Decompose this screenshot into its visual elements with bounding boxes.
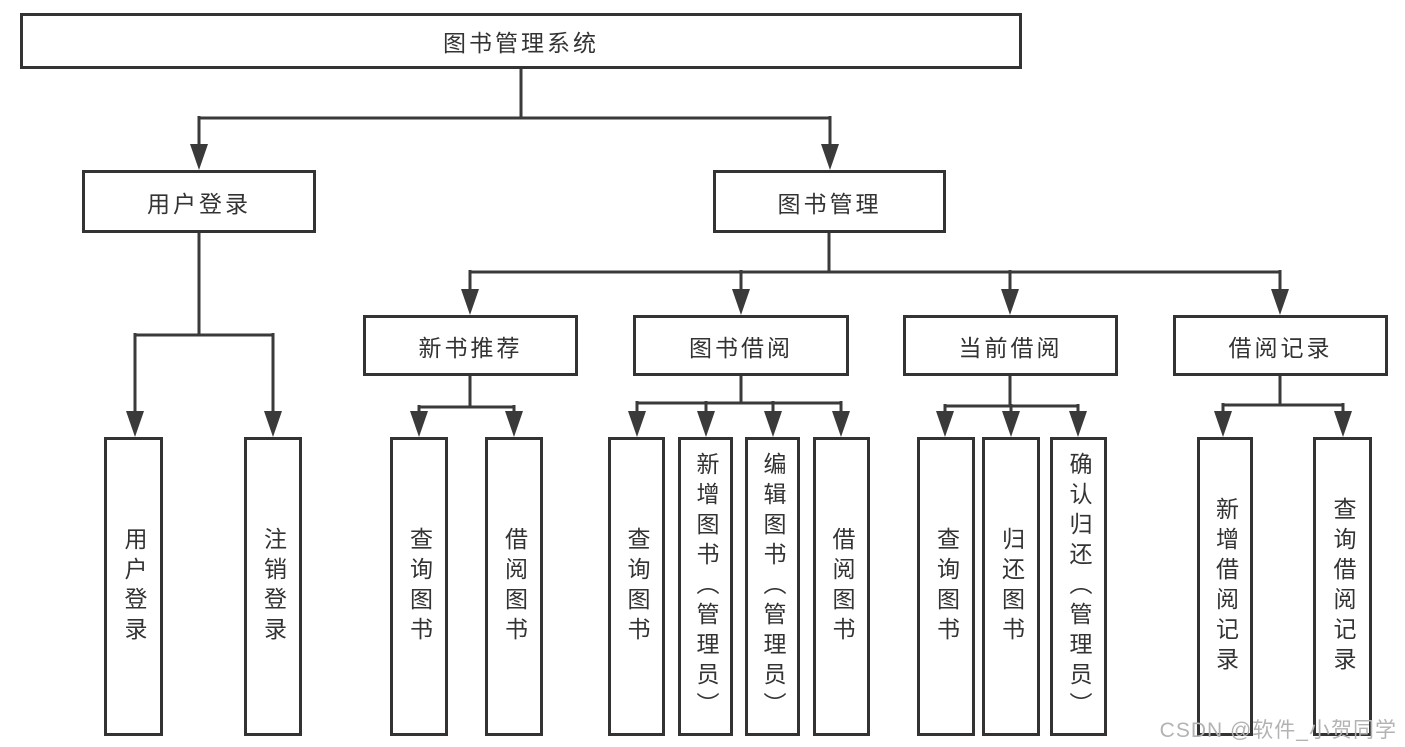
arrowhead-icon [410,411,428,437]
arrowhead-icon [832,411,850,437]
arrowhead-icon [697,411,715,437]
node-borrow-records: 借阅记录 [1173,315,1388,376]
node-label: 图书管理 [777,190,882,217]
arrowhead-icon [628,411,646,437]
node-label: 注销登录 [260,526,287,647]
arrowhead-icon [764,411,782,437]
arrowhead-icon [1001,289,1019,315]
connector-arrowheads [126,144,1352,437]
node-label: 图书借阅 [689,334,793,361]
leaf-confirm-return-admin: 确认归还（管理员） [1050,437,1107,736]
node-label: 新增图书（管理员） [693,451,719,722]
node-label: 用户登录 [147,190,251,217]
arrowhead-icon [1271,289,1289,315]
arrowhead-icon [1002,411,1020,437]
node-label: 借阅图书 [501,526,528,647]
node-new-book-recommend: 新书推荐 [363,315,578,376]
arrowhead-icon [1214,411,1232,437]
leaf-query-borrow-record: 查询借阅记录 [1313,437,1372,736]
node-label: 编辑图书（管理员） [760,451,786,722]
leaf-logout: 注销登录 [244,437,302,736]
arrowhead-icon [1334,411,1352,437]
leaf-add-borrow-record: 新增借阅记录 [1197,437,1253,736]
leaf-query-books-borrow: 查询图书 [608,437,665,736]
node-label: 当前借阅 [958,334,1063,361]
node-label: 查询图书 [624,526,650,647]
node-label: 归还图书 [998,526,1025,647]
arrowhead-icon [461,289,479,315]
leaf-borrow-books-recommend: 借阅图书 [485,437,543,736]
node-book-management: 图书管理 [713,170,946,233]
leaf-query-books-recommend: 查询图书 [390,437,448,736]
leaf-borrow-books: 借阅图书 [813,437,870,736]
node-library-management-system: 图书管理系统 [20,13,1022,69]
node-user-login: 用户登录 [82,170,316,233]
leaf-return-books: 归还图书 [982,437,1040,736]
node-label: 图书管理系统 [443,30,599,56]
node-label: 查询借阅记录 [1330,496,1356,677]
arrowhead-icon [821,144,839,170]
node-label: 借阅记录 [1228,334,1333,361]
arrowhead-icon [936,411,954,437]
arrowhead-icon [264,411,282,437]
arrowhead-icon [1069,411,1087,437]
node-label: 新增借阅记录 [1212,496,1239,677]
leaf-edit-books-admin: 编辑图书（管理员） [745,437,800,736]
arrowhead-icon [190,144,208,170]
node-label: 查询图书 [933,526,960,647]
node-book-borrow: 图书借阅 [633,315,849,376]
arrowhead-icon [505,411,523,437]
arrowhead-icon [732,289,750,315]
node-current-borrow: 当前借阅 [903,315,1118,376]
node-label: 借阅图书 [829,526,855,647]
node-label: 查询图书 [406,526,433,647]
watermark: CSDN @软件_小贺同学 [1159,719,1397,742]
arrowhead-icon [126,411,144,437]
node-label: 新书推荐 [418,334,523,361]
node-label: 确认归还（管理员） [1066,451,1092,722]
leaf-query-books-current: 查询图书 [917,437,975,736]
leaf-add-books-admin: 新增图书（管理员） [678,437,733,736]
leaf-user-login: 用户登录 [104,437,163,736]
node-label: 用户登录 [121,526,147,647]
